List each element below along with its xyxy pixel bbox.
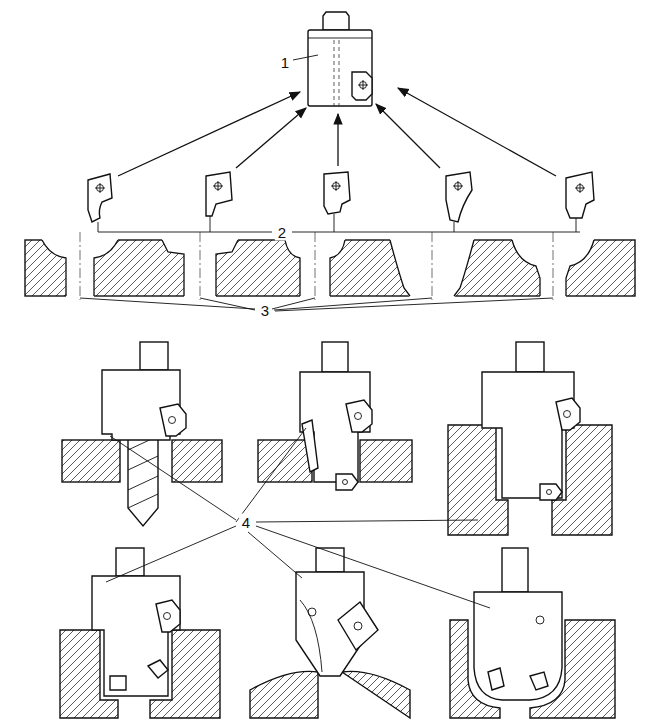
assembly-arrow (118, 88, 556, 176)
tool-holder (334, 40, 335, 110)
tool-in-workpiece (156, 600, 180, 632)
tool-in-workpiece (516, 342, 544, 372)
tool-in-workpiece (450, 548, 615, 718)
tool-in-workpiece (448, 342, 612, 535)
tool-in-workpiece (346, 400, 372, 432)
tool-in-workpiece (536, 616, 544, 624)
tool-holder (308, 30, 372, 106)
tool-in-workpiece (140, 342, 168, 370)
assembly-arrow (337, 114, 338, 166)
tool-in-workpiece (250, 671, 318, 718)
tool-in-workpiece (300, 600, 322, 672)
tool-in-workpiece (250, 548, 410, 718)
tool-in-workpiece (474, 592, 562, 700)
tool-holder (339, 40, 340, 110)
cutting-insert (206, 172, 232, 216)
callout-number: 2 (275, 224, 289, 241)
cutting-insert (213, 181, 223, 191)
callout-number: 1 (278, 54, 292, 71)
tool-in-workpiece (342, 671, 410, 718)
cutting-insert (95, 183, 105, 193)
tool-in-workpiece (556, 398, 580, 430)
tool-in-workpiece (302, 420, 318, 472)
callout-number: 4 (239, 514, 253, 531)
tool-holder (352, 72, 372, 100)
tool-holder (358, 80, 368, 90)
cutting-insert (88, 174, 112, 222)
tool-in-workpiece (322, 342, 348, 372)
tool-in-workpiece (60, 548, 220, 718)
leader-line (106, 428, 490, 608)
cutting-insert (453, 181, 463, 191)
tool-in-workpiece (110, 676, 126, 690)
tool-in-workpiece (355, 413, 362, 420)
tool-in-workpiece (502, 548, 528, 592)
tool-in-workpiece (160, 404, 186, 436)
cutting-insert (566, 172, 594, 218)
cutting-insert (88, 172, 594, 222)
tool-in-workpiece (448, 425, 508, 535)
assembly-arrow (398, 88, 556, 176)
tool-in-workpiece (488, 668, 504, 690)
tool-in-workpiece (308, 608, 316, 616)
tool-in-workpiece (92, 576, 180, 696)
tool-in-workpiece (62, 342, 222, 526)
tool-in-workpiece (540, 484, 562, 500)
leader-line (98, 214, 580, 232)
tool-in-workpiece (336, 474, 358, 490)
tool-holder (308, 38, 372, 39)
leader-line (98, 214, 580, 232)
leader-line (80, 298, 553, 311)
cutting-insert (446, 172, 472, 222)
tool-in-workpiece (482, 372, 574, 498)
workpiece-plate (80, 232, 553, 300)
tool-in-workpiece (128, 436, 158, 508)
tool-holder (293, 55, 318, 60)
tool-in-workpiece (128, 430, 158, 526)
assembly-arrow (118, 92, 300, 176)
tool-in-workpiece (164, 613, 171, 620)
tool-in-workpiece (258, 440, 312, 482)
callout-number: 3 (258, 302, 272, 319)
leader-line (106, 428, 490, 608)
tool-in-workpiece (360, 440, 412, 482)
tool-in-workpiece (169, 417, 176, 424)
tool-holder (323, 12, 349, 30)
tool-in-workpiece (258, 342, 412, 490)
tool-in-workpiece (338, 602, 378, 650)
tool-in-workpiece (148, 660, 168, 678)
tool-in-workpiece (530, 672, 548, 690)
tool-in-workpiece (564, 411, 571, 418)
cutting-insert (324, 172, 350, 214)
assembly-arrow (236, 108, 306, 168)
cutting-insert (575, 183, 585, 193)
workpiece-plate (25, 232, 635, 300)
tool-in-workpiece (354, 622, 362, 630)
assembly-arrow (376, 104, 440, 168)
tool-in-workpiece (62, 440, 120, 482)
tool-holder (293, 12, 372, 110)
leader-line (80, 298, 553, 311)
tool-in-workpiece (547, 490, 552, 495)
cutting-insert (331, 181, 341, 191)
tool-in-workpiece (343, 480, 348, 485)
tool-in-workpiece (172, 440, 222, 482)
